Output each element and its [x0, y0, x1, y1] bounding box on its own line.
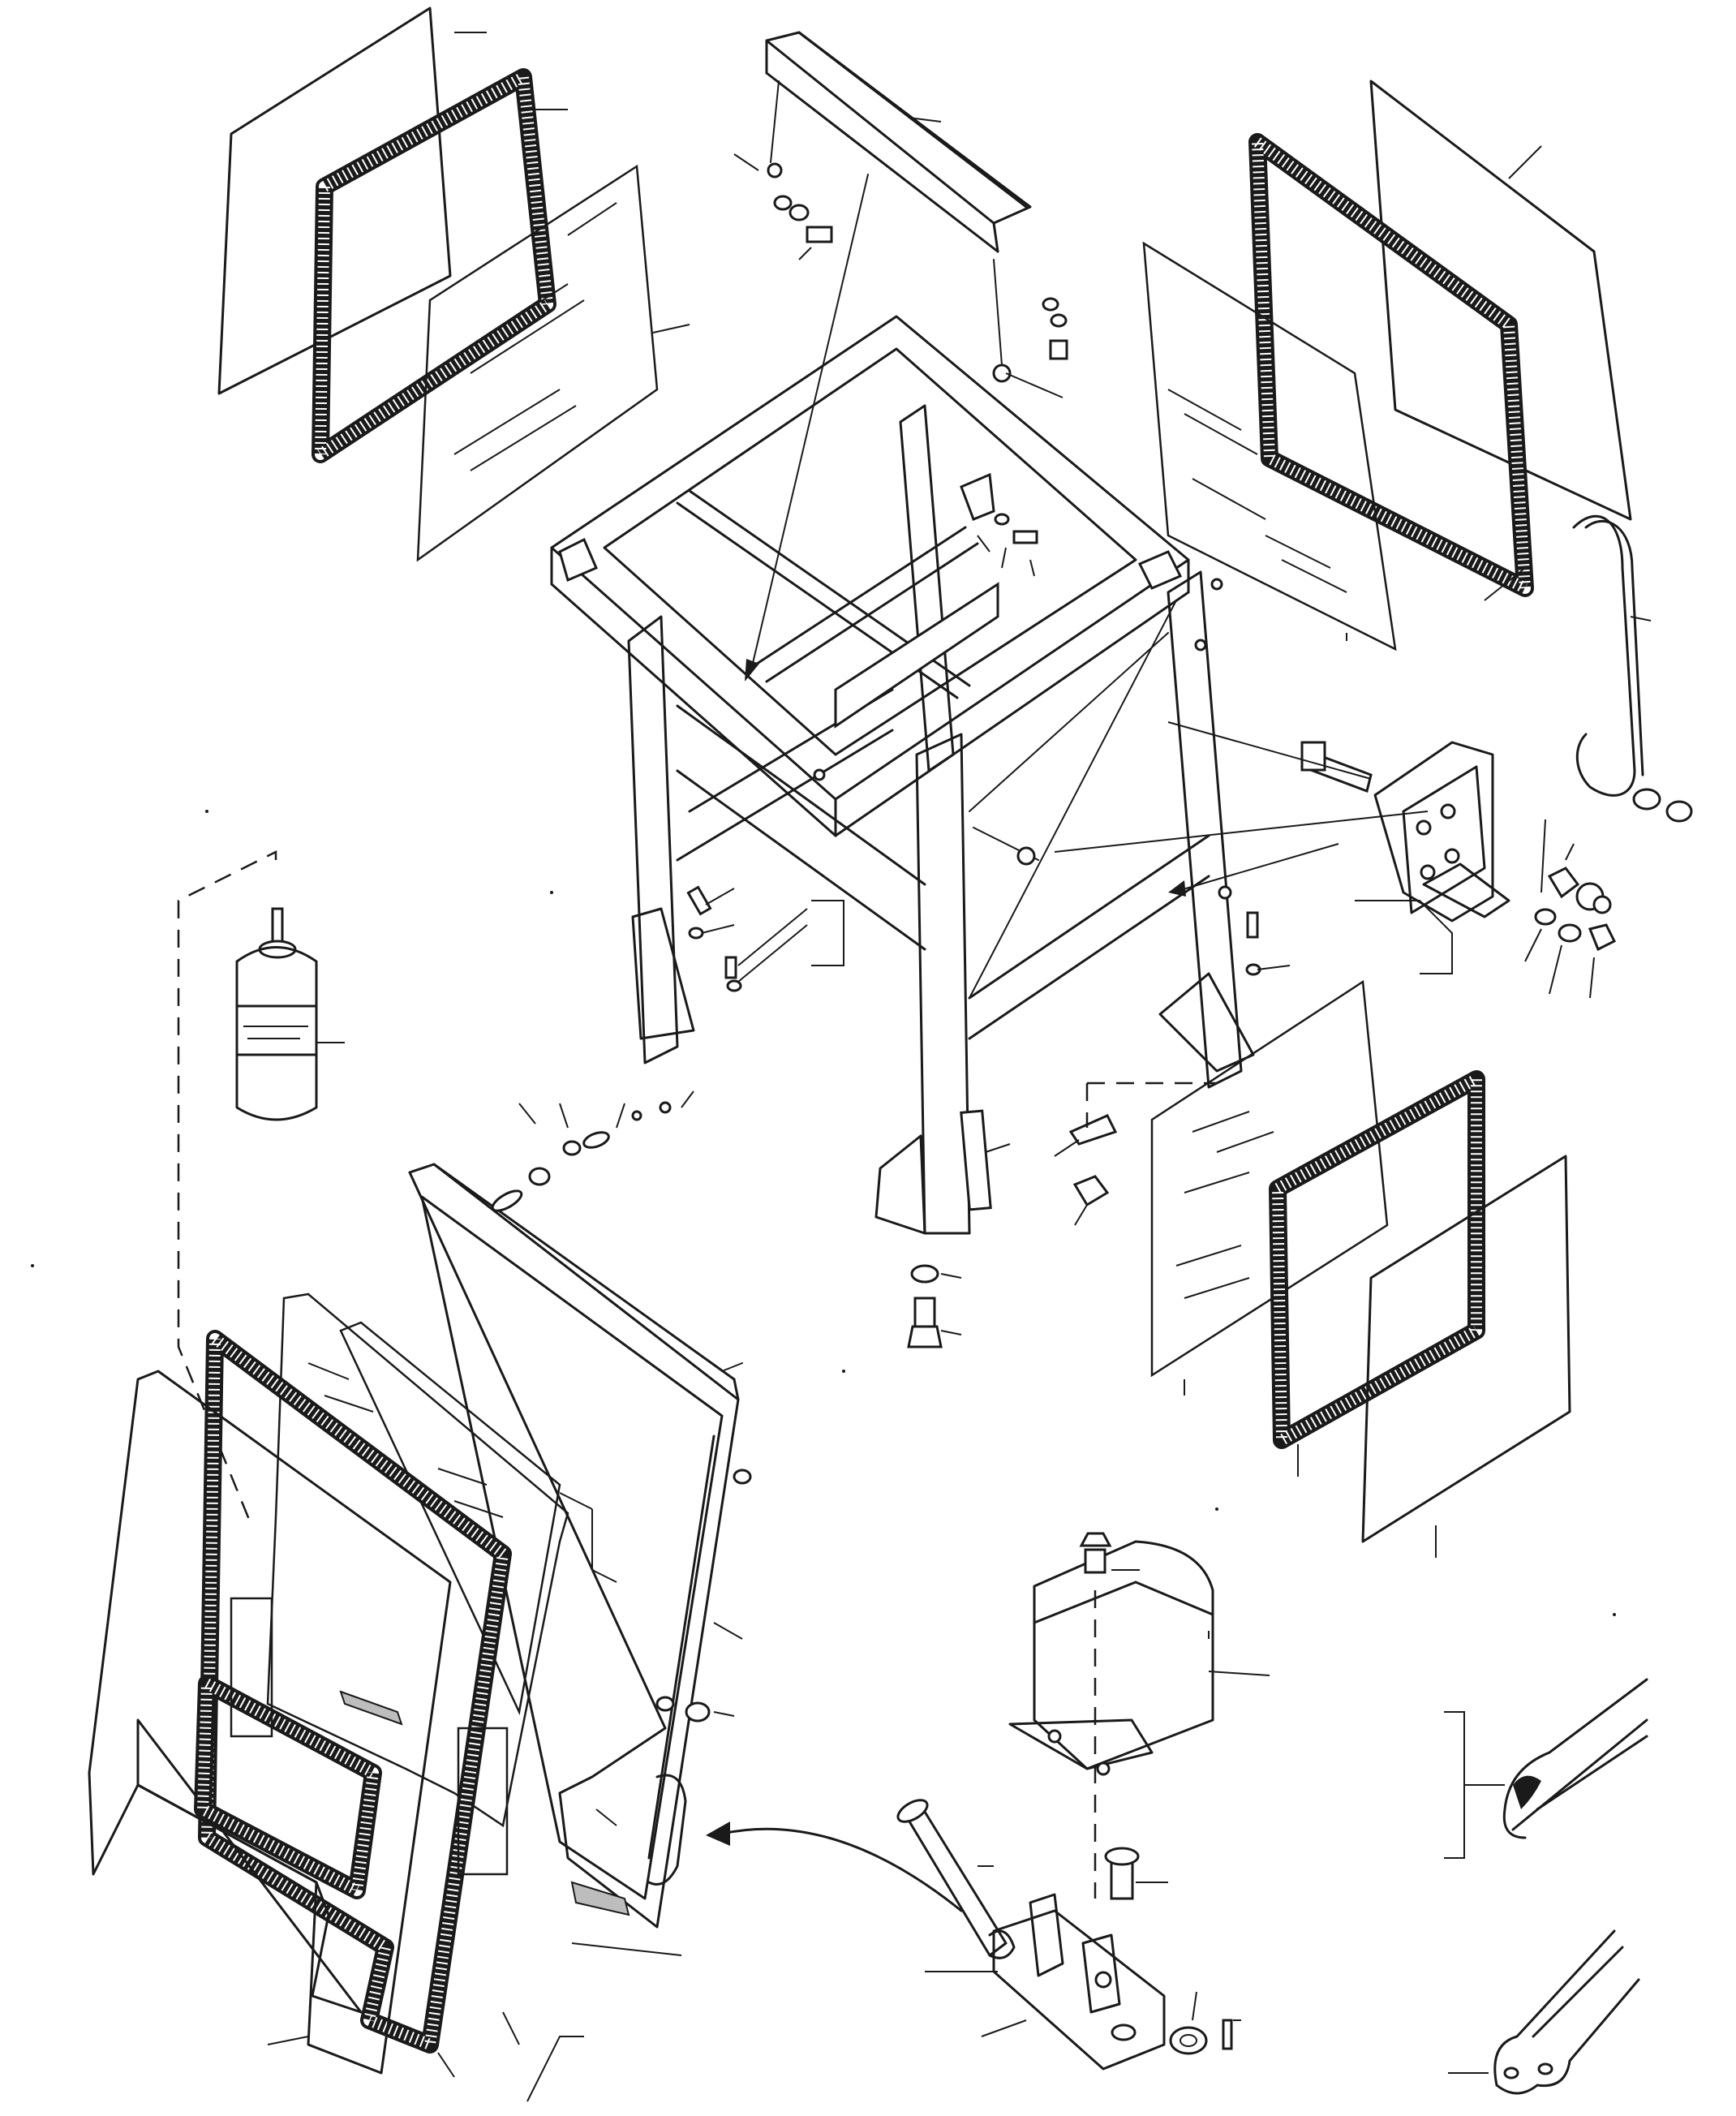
side-outer-seal — [1361, 1155, 1571, 1543]
header-beam-assembly — [733, 31, 1064, 682]
leg-rear-right — [1167, 570, 1243, 1089]
window-gasket-tl — [312, 68, 556, 463]
seal-profile-lower — [1448, 1929, 1640, 2095]
glass-hatch-tr — [1167, 389, 1347, 593]
washer — [1050, 313, 1068, 328]
cover-shell — [1033, 1540, 1214, 1770]
hinge-block-base — [992, 1909, 1166, 2071]
seal-profile-upper — [1444, 1678, 1648, 1859]
window-gasket-tl-texture — [315, 71, 553, 460]
door-gasket-set — [88, 1330, 682, 2102]
pointer-arrow-shaft — [750, 174, 869, 674]
side-glass-hatch — [1175, 1111, 1274, 1299]
bracket-plate — [1373, 741, 1494, 923]
washer — [773, 195, 793, 211]
bolt — [806, 226, 833, 243]
window-seal-frame-tl — [217, 6, 452, 395]
window-glass-tr — [1142, 241, 1397, 652]
frame-small-bracket — [960, 472, 1038, 577]
bolt — [1049, 339, 1068, 360]
beam-fasteners — [773, 195, 1068, 360]
door-glass-hatch — [307, 1362, 504, 1518]
seal-strip-lower — [570, 1881, 630, 1916]
door-lower-gasket-texture — [197, 1678, 379, 1896]
header-beam — [765, 31, 1032, 225]
glass-hatch-tl — [453, 202, 617, 471]
beam-rod-right — [993, 259, 1003, 366]
door-glass-upper — [339, 1321, 561, 1716]
bottom-hinge — [896, 1799, 1241, 2071]
window-gasket-tr-texture — [1252, 136, 1531, 594]
window-seal-frame-tr — [1369, 80, 1632, 521]
door-outer-seal — [88, 1370, 452, 2075]
hinge-pointer-arrow — [706, 1821, 963, 1912]
leg-front-right — [915, 733, 971, 1235]
gusset-front-left — [631, 907, 695, 1040]
side-glass — [1150, 979, 1389, 1378]
door-gasket — [198, 1330, 512, 2054]
gusset-front-right — [874, 1134, 926, 1235]
window-glass-tl — [416, 164, 659, 562]
door-inner-seal — [136, 1718, 363, 2014]
door-gasket-texture — [201, 1333, 509, 2050]
gusset-rear-right — [1158, 972, 1255, 1073]
cab-frame — [550, 315, 1255, 1235]
side-gasket-texture — [1272, 1073, 1482, 1446]
scan-noise-dots — [31, 810, 1616, 1616]
grab-handle — [1572, 514, 1693, 823]
leg-front-left — [627, 615, 679, 1064]
gas-strut-canister — [177, 849, 345, 1526]
side-window-small-parts — [907, 1082, 1217, 1348]
rear-right-window-set — [1142, 80, 1632, 652]
hinge-cover-block — [1008, 1532, 1270, 1899]
door-frame — [408, 1090, 752, 1929]
right-side-window-set — [1150, 979, 1571, 1558]
frame-base-fasteners — [686, 885, 1291, 992]
nut — [1042, 297, 1059, 312]
door-outer-frame — [408, 1163, 740, 1929]
frame-top-rim — [550, 315, 1190, 801]
front-left-window-set — [217, 6, 690, 562]
strut-dashed-guide — [177, 849, 277, 1526]
seal-strip-mid — [339, 1690, 403, 1726]
washer — [789, 204, 810, 221]
frame-top-rim-inner — [603, 347, 1137, 756]
door-inner-frame — [420, 1195, 724, 1900]
side-hinge-bracket — [1054, 721, 1617, 999]
beam-rod-left — [770, 80, 780, 163]
